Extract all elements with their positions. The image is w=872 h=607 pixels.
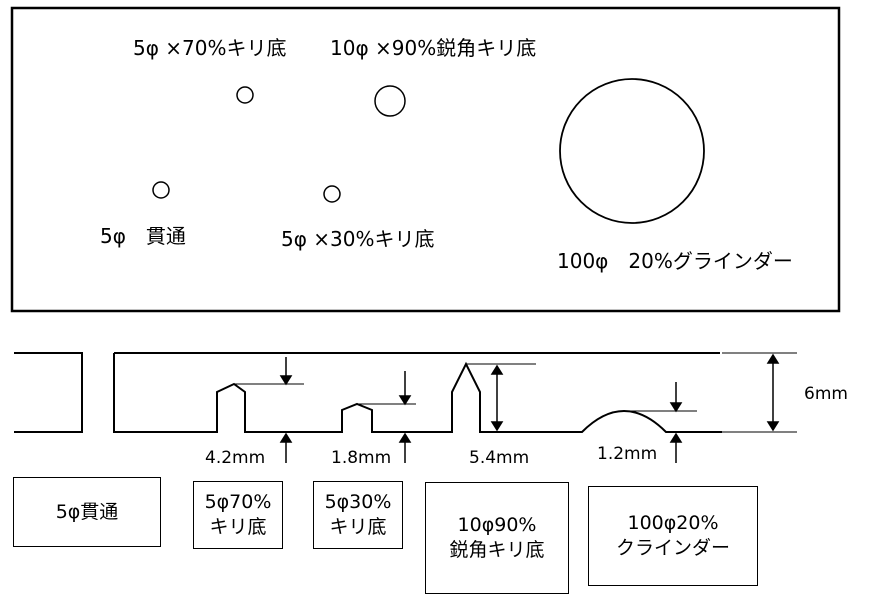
legend-acute-90-line1: 10φ90% bbox=[457, 514, 537, 537]
legend-drill-70-line2: キリ底 bbox=[209, 516, 267, 538]
hole-10-90-circle bbox=[374, 85, 406, 117]
dimension-arrows bbox=[279, 353, 780, 463]
legend-drill-70-line1: 5φ70% bbox=[204, 491, 272, 514]
legend-box-through: 5φ貫通 bbox=[13, 477, 161, 547]
section-left-piece bbox=[14, 352, 83, 433]
hole-5-30-circle bbox=[323, 185, 341, 203]
hole-5-70-circle bbox=[236, 86, 254, 104]
legend-grinder-line2: クラインダー bbox=[615, 537, 730, 559]
label-hole-100-20: 100φ 20%グラインダー bbox=[557, 249, 793, 273]
legend-acute-90-line2: 鋭角キリ底 bbox=[449, 539, 545, 561]
legend-box-grinder: 100φ20% クラインダー bbox=[588, 486, 758, 586]
legend-box-drill-30: 5φ30% キリ底 bbox=[313, 481, 403, 549]
legend-through-text: 5φ貫通 bbox=[55, 500, 119, 523]
legend-box-acute-90: 10φ90% 鋭角キリ底 bbox=[425, 482, 569, 594]
label-depth-1-2: 1.2mm bbox=[597, 444, 658, 464]
label-depth-1-8: 1.8mm bbox=[331, 448, 392, 468]
label-hole-10-90: 10φ ×90%鋭角キリ底 bbox=[330, 36, 537, 60]
legend-drill-30-line2: キリ底 bbox=[329, 516, 387, 538]
legend-drill-30-line1: 5φ30% bbox=[324, 491, 392, 514]
label-hole-5-70: 5φ ×70%キリ底 bbox=[133, 36, 287, 60]
legend-box-drill-70: 5φ70% キリ底 bbox=[193, 481, 283, 549]
label-hole-5-through: 5φ 貫通 bbox=[100, 224, 186, 248]
label-depth-4-2: 4.2mm bbox=[205, 448, 266, 468]
hole-100-grinder-circle bbox=[559, 78, 705, 224]
label-hole-5-30: 5φ ×30%キリ底 bbox=[281, 227, 435, 251]
label-depth-5-4: 5.4mm bbox=[469, 448, 530, 468]
depth-guides bbox=[234, 352, 797, 433]
section-profile bbox=[113, 352, 722, 433]
label-thickness: 6mm bbox=[804, 384, 848, 404]
legend-grinder-line1: 100φ20% bbox=[627, 512, 719, 535]
plate-top-view bbox=[10, 6, 841, 313]
hole-5-through-circle bbox=[152, 181, 170, 199]
